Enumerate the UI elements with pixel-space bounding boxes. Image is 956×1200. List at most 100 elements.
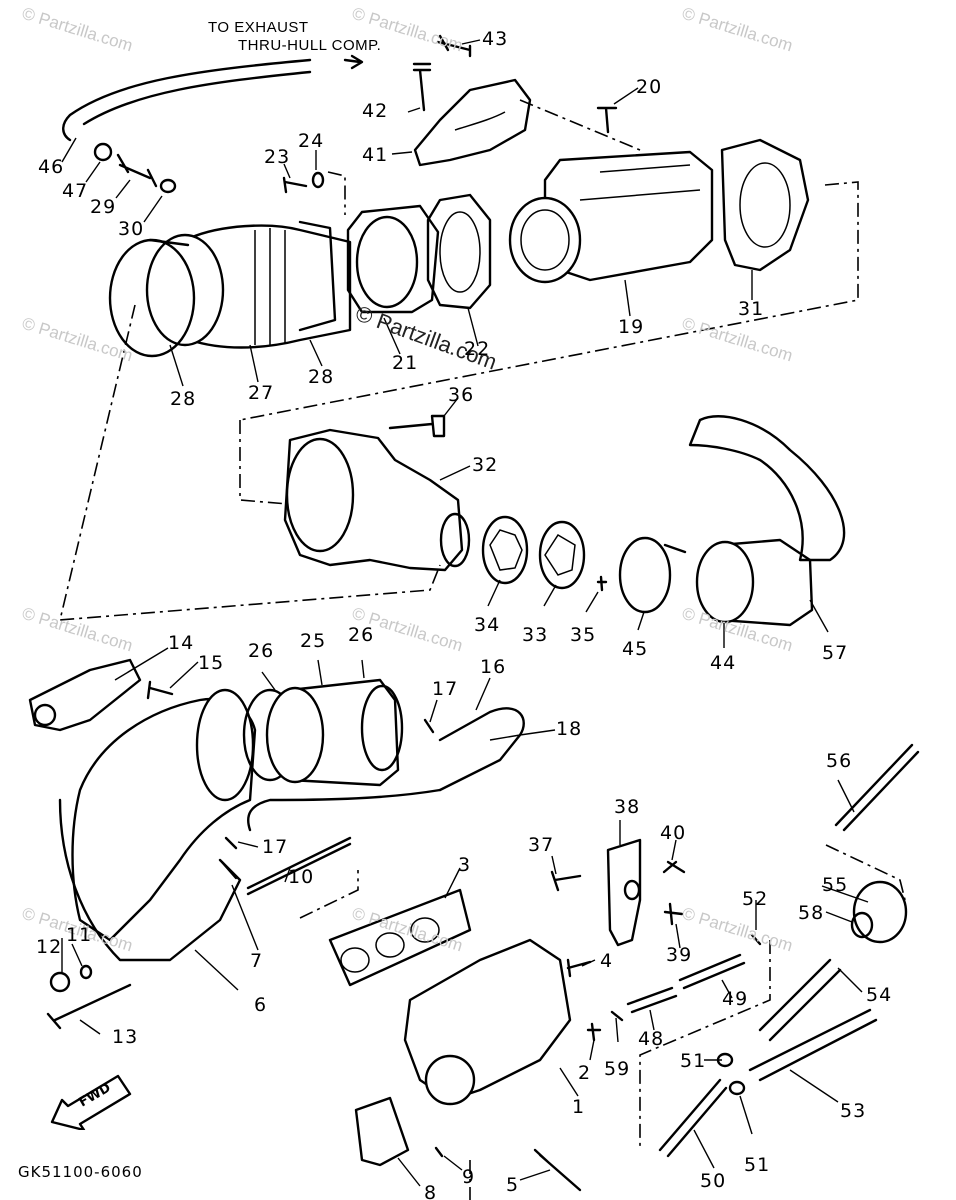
callout-33: 33 [522,624,549,646]
callout-11: 11 [66,924,93,946]
callout-29: 29 [90,196,117,218]
callout-47: 47 [62,180,89,202]
callout-42: 42 [362,100,389,122]
callout-26a: 26 [248,640,275,662]
forward-arrow: FWD [48,1070,138,1132]
callout-17b: 17 [262,836,289,858]
callout-18: 18 [556,718,583,740]
callout-30: 30 [118,218,145,240]
callout-19: 19 [618,316,645,338]
leader-lines [61,39,869,1187]
exhaust-note-line1: TO EXHAUST [208,19,309,36]
callout-9: 9 [462,1166,476,1188]
clamp-28b [298,220,337,332]
bolt-5 [533,1148,582,1192]
clamp-45 [618,536,672,614]
callout-13: 13 [112,1026,139,1048]
flange-21 [346,204,440,314]
callout-48: 48 [638,1028,665,1050]
callout-22: 22 [464,338,491,360]
callout-51a: 51 [680,1050,707,1072]
pipe-53 [748,1008,878,1082]
pin-9 [434,1146,444,1158]
callout-36: 36 [448,384,475,406]
callout-4: 4 [600,950,614,972]
callout-1: 1 [572,1096,586,1118]
gasket-22 [426,193,492,310]
elbow-32 [283,428,464,572]
nut-12 [49,971,71,993]
callout-5: 5 [506,1174,520,1196]
pipe-49 [678,953,746,990]
callout-52: 52 [742,888,769,910]
hose-46 [62,58,312,142]
clamp-17b [224,836,238,850]
callout-7: 7 [250,950,264,972]
callout-26b: 26 [348,624,375,646]
bolt-36 [388,414,446,438]
forward-arrow-icon [50,1074,132,1132]
callout-32: 32 [472,454,499,476]
callout-16: 16 [480,656,507,678]
bolt-2 [586,1022,602,1042]
callout-59: 59 [604,1058,631,1080]
callout-46: 46 [38,156,65,178]
fitting-7 [220,860,238,880]
clip-52 [750,933,762,946]
callout-44: 44 [710,652,737,674]
manifold-1 [403,938,572,1102]
callout-53: 53 [840,1100,867,1122]
callout-41: 41 [362,144,389,166]
hose-25 [288,678,400,787]
callout-23: 23 [264,146,291,168]
callout-56: 56 [826,750,853,772]
callout-20: 20 [636,76,663,98]
callout-37: 37 [528,834,555,856]
clip-59 [610,1010,624,1022]
bracket-38 [606,838,642,947]
gasket-8 [354,1096,410,1167]
callout-55: 55 [822,874,849,896]
gasket-34 [481,515,529,585]
callout-28: 28 [308,366,335,388]
callout-3: 3 [458,854,472,876]
callout-25: 25 [300,630,327,652]
fitting-50 [658,1078,728,1158]
bolt-20 [596,106,618,134]
nozzle-55 [852,880,908,944]
callout-50: 50 [700,1170,727,1192]
callout-39: 39 [666,944,693,966]
clip-51b [728,1080,746,1096]
callout-40: 40 [660,822,687,844]
callout-28b: 28 [170,388,197,410]
hose-18 [247,788,442,832]
callout-31: 31 [738,298,765,320]
bolt-13 [46,983,132,1030]
callout-10: 10 [288,866,315,888]
pipe-27 [188,224,352,349]
bolt-4 [566,958,592,978]
callout-24: 24 [298,130,325,152]
callout-57: 57 [822,642,849,664]
callout-8: 8 [424,1182,438,1200]
nut-30 [159,178,177,194]
callout-14: 14 [168,632,195,654]
washer-24 [311,171,325,189]
callout-17a: 17 [432,678,459,700]
callout-12: 12 [36,936,63,958]
pipe-54 [758,958,842,1042]
bolt-43 [436,34,472,58]
hose-44 [718,538,814,627]
bracket-41 [413,78,532,167]
callout-2: 2 [578,1062,592,1084]
callout-43: 43 [482,28,509,50]
bolt-23 [282,176,308,194]
gasket-3 [328,888,472,987]
gasket-31 [720,138,810,272]
clamp-26b [360,684,404,772]
bolt-37 [550,870,582,892]
shaft-56 [834,743,920,832]
stud-10 [246,836,352,890]
